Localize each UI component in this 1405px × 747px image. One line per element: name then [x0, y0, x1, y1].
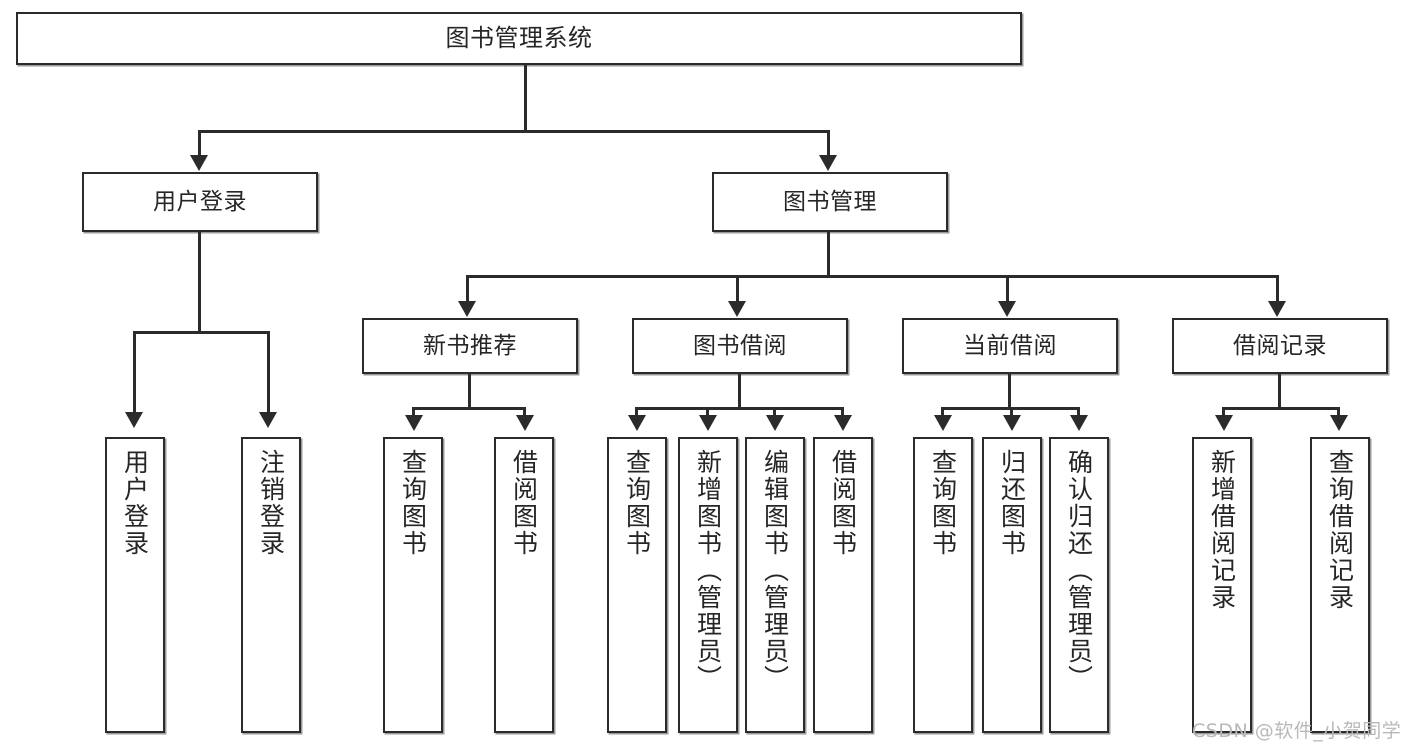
connector-book-manage-stem	[827, 232, 830, 278]
connector-current-borrow-stem	[1008, 374, 1011, 410]
connector-to-book-borrow	[736, 275, 739, 303]
arrowhead-current-borrow	[998, 301, 1016, 317]
connector-new-book-l2	[523, 407, 526, 417]
arrowhead-leaf-query-record	[1330, 415, 1348, 431]
connector-to-current-borrow	[1006, 275, 1009, 303]
arrowhead-leaf-user-login	[125, 412, 143, 428]
arrowhead-leaf-borrow-book-1	[516, 415, 534, 431]
leaf-current-query-book[interactable]: 查询图书	[913, 437, 973, 733]
connector-user-login-left	[133, 331, 136, 414]
arrowhead-leaf-add-book	[699, 415, 717, 431]
arrowhead-borrow-record	[1268, 301, 1286, 317]
node-label: 查询图书	[928, 449, 958, 557]
arrowhead-book-manage	[819, 155, 837, 171]
connector-book-borrow-l4	[841, 407, 844, 417]
arrowhead-book-borrow	[728, 301, 746, 317]
node-label: 新增图书（管理员）	[693, 449, 723, 692]
node-label: 借阅图书	[828, 449, 858, 557]
node-current-borrow[interactable]: 当前借阅	[902, 318, 1118, 374]
node-label: 当前借阅	[963, 332, 1057, 359]
connector-book-borrow-l1	[635, 407, 638, 417]
leaf-record-add[interactable]: 新增借阅记录	[1192, 437, 1252, 733]
leaf-user-login[interactable]: 用户登录	[105, 437, 165, 733]
arrowhead-leaf-query-book-1	[405, 415, 423, 431]
node-user-login[interactable]: 用户登录	[82, 172, 318, 232]
connector-borrow-record-l2	[1337, 407, 1340, 417]
connector-borrow-record-stem	[1278, 374, 1281, 410]
node-label: 查询图书	[398, 449, 428, 557]
arrowhead-leaf-add-record	[1215, 415, 1233, 431]
connector-new-book-stem	[468, 374, 471, 410]
leaf-logout-login[interactable]: 注销登录	[241, 437, 301, 733]
connector-to-borrow-record	[1276, 275, 1279, 303]
leaf-current-return-book[interactable]: 归还图书	[982, 437, 1042, 733]
connector-new-book-l1	[412, 407, 415, 417]
connector-current-borrow-l3	[1077, 407, 1080, 417]
node-new-book-recommend[interactable]: 新书推荐	[362, 318, 578, 374]
connector-book-borrow-bar	[635, 407, 843, 410]
node-label: 图书管理系统	[445, 23, 593, 52]
connector-root-to-user-login	[198, 130, 201, 157]
arrowhead-leaf-edit-book	[766, 415, 784, 431]
connector-user-login-right	[267, 331, 270, 414]
node-label: 图书管理	[783, 188, 877, 215]
node-label: 新书推荐	[423, 332, 517, 359]
leaf-record-query[interactable]: 查询借阅记录	[1310, 437, 1370, 733]
leaf-borrow-add-book[interactable]: 新增图书（管理员）	[678, 437, 738, 733]
node-root-library-system[interactable]: 图书管理系统	[16, 12, 1022, 65]
node-book-management[interactable]: 图书管理	[712, 172, 948, 232]
connector-user-login-bar	[133, 331, 269, 334]
connector-book-borrow-l2	[706, 407, 709, 417]
connector-book-borrow-stem	[738, 374, 741, 410]
node-borrow-record[interactable]: 借阅记录	[1172, 318, 1388, 374]
connector-current-borrow-l1	[941, 407, 944, 417]
connector-borrow-record-l1	[1222, 407, 1225, 417]
connector-new-book-bar	[412, 407, 526, 410]
arrowhead-leaf-borrow-book-2	[834, 415, 852, 431]
connector-root-to-book-manage	[827, 130, 830, 157]
node-label: 图书借阅	[693, 332, 787, 359]
node-label: 用户登录	[120, 449, 150, 557]
leaf-borrow-query-book[interactable]: 查询图书	[607, 437, 667, 733]
node-label: 查询图书	[622, 449, 652, 557]
leaf-borrow-borrow-book[interactable]: 借阅图书	[813, 437, 873, 733]
node-label: 归还图书	[997, 449, 1027, 557]
connector-user-login-stem	[198, 232, 201, 334]
csdn-watermark: CSDN @软件_小贺同学	[1192, 720, 1402, 742]
connector-root-bar	[198, 130, 830, 133]
node-label: 查询借阅记录	[1325, 449, 1355, 611]
node-label: 借阅记录	[1233, 332, 1327, 359]
node-label: 确认归还（管理员）	[1064, 449, 1094, 692]
arrowhead-leaf-query-book-3	[934, 415, 952, 431]
node-book-borrow[interactable]: 图书借阅	[632, 318, 848, 374]
leaf-borrow-edit-book[interactable]: 编辑图书（管理员）	[745, 437, 805, 733]
arrowhead-leaf-confirm-return	[1070, 415, 1088, 431]
arrowhead-leaf-return-book	[1003, 415, 1021, 431]
arrowhead-leaf-logout-login	[259, 412, 277, 428]
leaf-current-confirm-return[interactable]: 确认归还（管理员）	[1049, 437, 1109, 733]
arrowhead-new-book-recommend	[458, 301, 476, 317]
connector-root-stem	[524, 65, 527, 132]
leaf-new-book-query[interactable]: 查询图书	[383, 437, 443, 733]
arrowhead-user-login	[190, 155, 208, 171]
node-label: 编辑图书（管理员）	[760, 449, 790, 692]
leaf-new-book-borrow[interactable]: 借阅图书	[494, 437, 554, 733]
connector-borrow-record-bar	[1222, 407, 1340, 410]
connector-book-manage-bar	[466, 275, 1278, 278]
connector-book-borrow-l3	[773, 407, 776, 417]
node-label: 新增借阅记录	[1207, 449, 1237, 611]
node-label: 注销登录	[256, 449, 286, 557]
connector-current-borrow-l2	[1010, 407, 1013, 417]
connector-to-new-book	[466, 275, 469, 303]
node-label: 借阅图书	[509, 449, 539, 557]
arrowhead-leaf-query-book-2	[628, 415, 646, 431]
node-label: 用户登录	[153, 188, 247, 215]
